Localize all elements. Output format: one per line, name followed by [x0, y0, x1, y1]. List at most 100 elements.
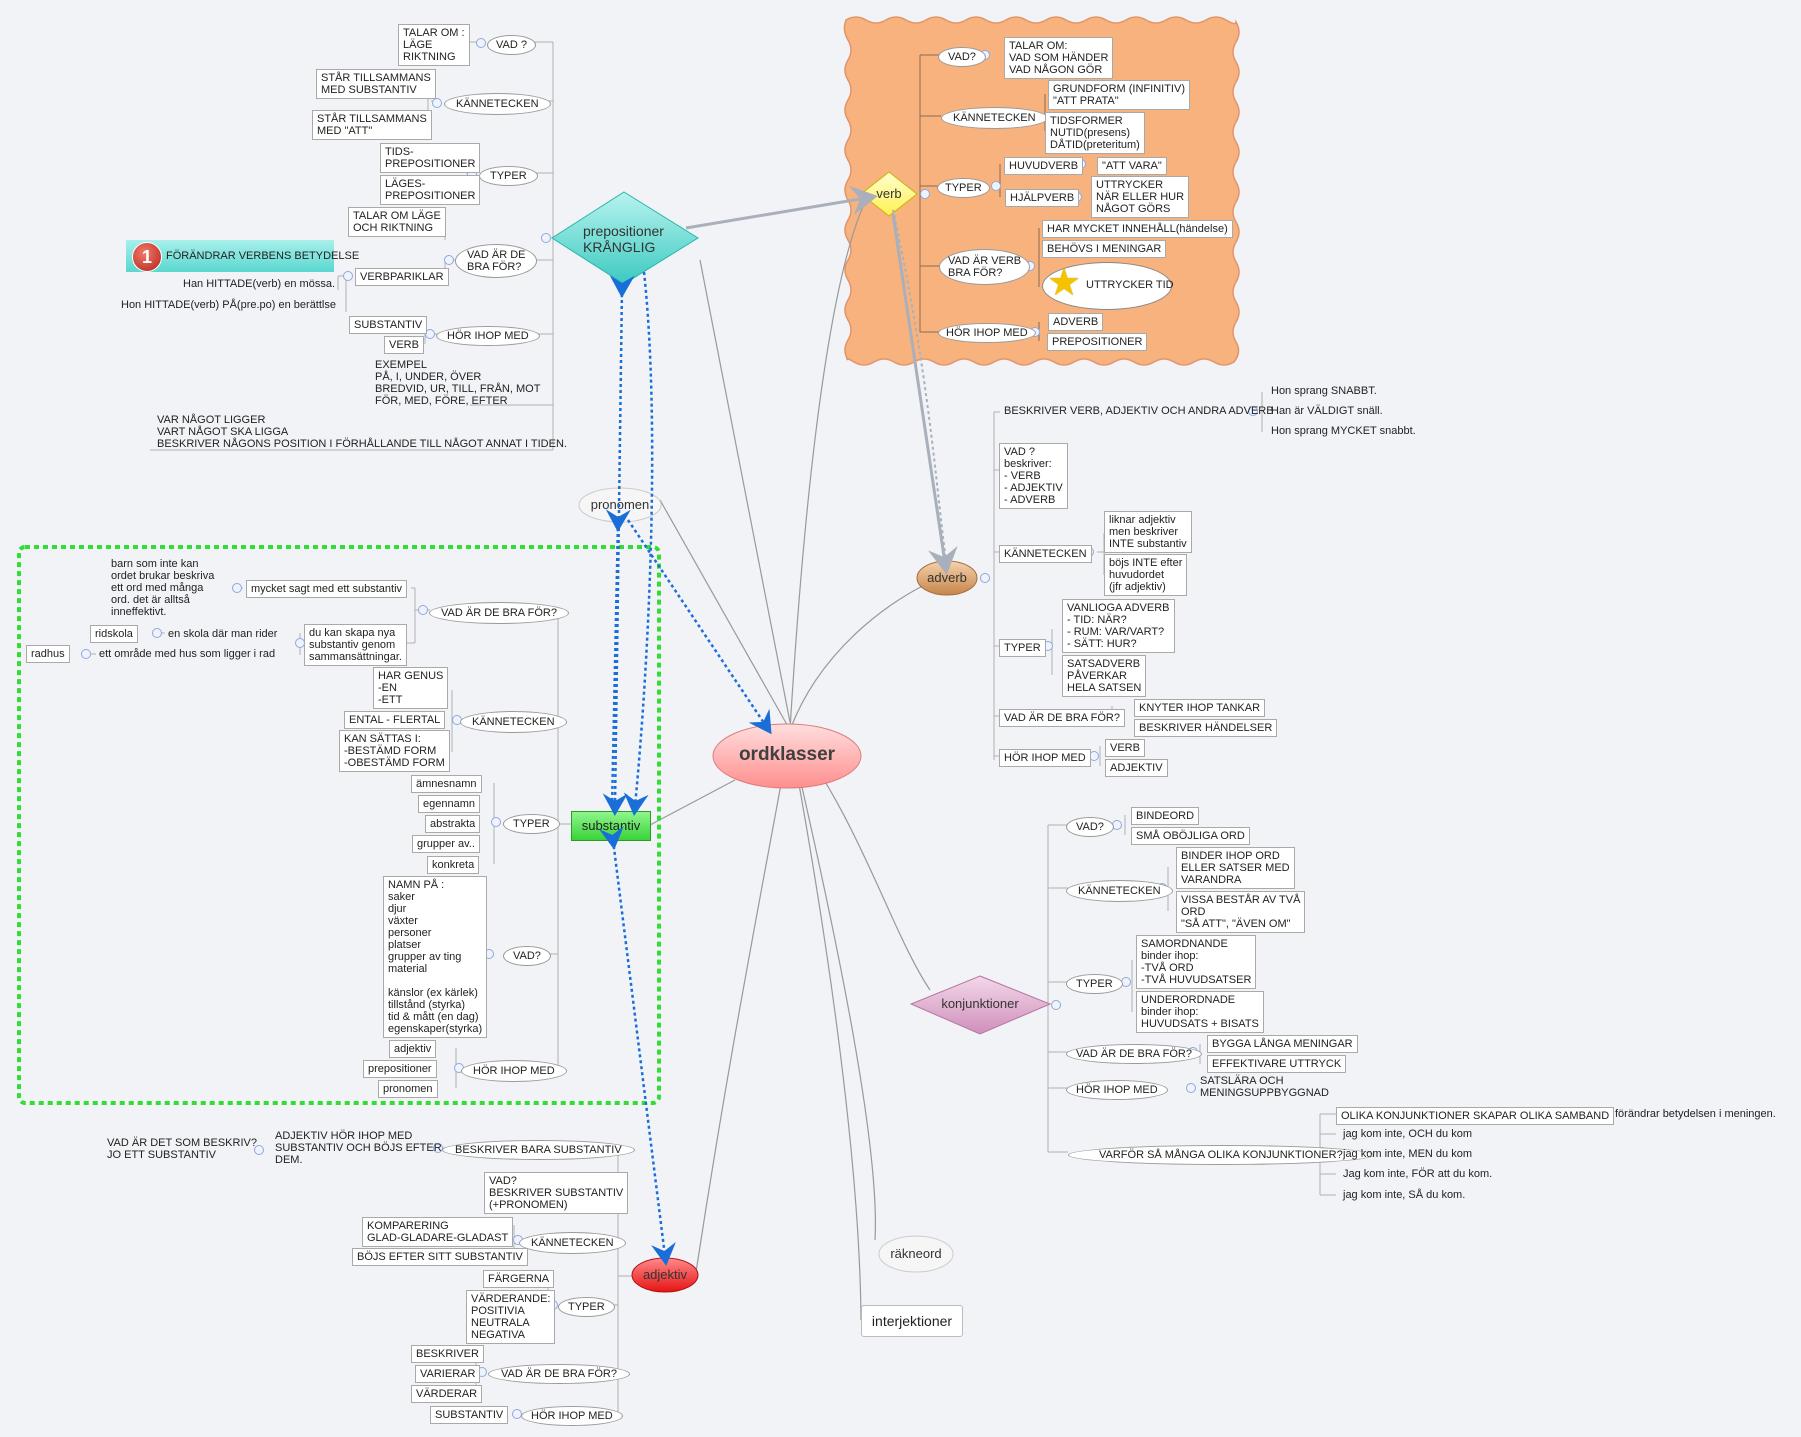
substantiv-topic[interactable]: substantiv — [571, 811, 651, 841]
adverb-ex-2: Han är VÄLDIGT snäll. — [1271, 405, 1383, 417]
konj-typ-2: UNDERORDNADE binder ihop: HUVUDSATS + BI… — [1136, 991, 1264, 1033]
subst-vad-note: NAMN PÅ : saker djur växter personer pla… — [383, 876, 488, 1038]
prep-verbpartiklar: VERBPARIKLAR — [355, 268, 449, 286]
verb-vad[interactable]: VAD? — [938, 47, 986, 67]
verb-topic[interactable]: verb — [876, 186, 902, 201]
prep-hor-ihop[interactable]: HÖR IHOP MED — [436, 326, 540, 346]
konj-ex-4: jag kom inte, SÅ du kom. — [1343, 1189, 1466, 1201]
subst-vad[interactable]: VAD? — [503, 946, 551, 966]
adverb-hor-ihop[interactable]: HÖR IHOP MED — [999, 749, 1091, 767]
subst-hor-1: adjektiv — [389, 1040, 437, 1058]
adverb-kannetecken[interactable]: KÄNNETECKEN — [999, 545, 1092, 563]
konj-bra-2: EFFEKTIVARE UTTRYCK — [1207, 1055, 1347, 1073]
verb-vad-note: TALAR OM: VAD SOM HÄNDER VAD NÅGON GÖR — [1004, 37, 1114, 79]
prep-note: VAR NÅGOT LIGGER VART NÅGOT SKA LIGGA BE… — [157, 414, 567, 450]
adj-typer[interactable]: TYPER — [558, 1297, 615, 1317]
subst-typ-2: egennamn — [418, 795, 480, 813]
konj-ex-2: jag kom inte, MEN du kom — [1343, 1148, 1472, 1160]
adverb-topic[interactable]: adverb — [927, 570, 967, 585]
prep-exempel: EXEMPEL PÅ, I, UNDER, ÖVER BREDVID, UR, … — [375, 359, 541, 407]
prep-example-1: Han HITTADE(verb) en mössa. — [183, 278, 336, 290]
priority-1-icon: 1 — [132, 242, 162, 272]
adverb-typer[interactable]: TYPER — [999, 639, 1046, 657]
adj-bra-1: BESKRIVER — [411, 1345, 484, 1363]
adverb-hor-2: ADJEKTIV — [1105, 759, 1168, 777]
adj-hor-1: SUBSTANTIV — [430, 1406, 509, 1424]
adverb-ex-3: Hon sprang MYCKET snabbt. — [1271, 425, 1416, 437]
verb-hjalpverb: HJÄLPVERB — [1005, 189, 1080, 207]
adj-kann-1: KOMPARERING GLAD-GLADARE-GLADAST — [362, 1217, 514, 1247]
verb-att-vara: "ATT VARA" — [1097, 157, 1167, 175]
konjunktioner-topic[interactable]: konjunktioner — [941, 996, 1019, 1011]
ordklasser-shape — [712, 723, 862, 789]
verb-typer[interactable]: TYPER — [937, 178, 990, 198]
verb-bra-for[interactable]: VAD ÄR VERB BRA FÖR? — [939, 249, 1031, 285]
prep-hor-1: SUBSTANTIV — [349, 316, 428, 334]
subst-bra-for[interactable]: VAD ÄR DE BRA FÖR? — [429, 602, 569, 624]
subst-hor-2: prepositioner — [363, 1060, 437, 1078]
verb-kann-2: TIDSFORMER NUTID(presens) DÅTID(preterit… — [1045, 112, 1145, 154]
adverb-bra-for[interactable]: VAD ÄR DE BRA FÖR? — [999, 709, 1125, 727]
adverb-typ-1: VANLIOGA ADVERB - TID: NÄR? - RUM: VAR/V… — [1062, 599, 1175, 653]
konj-varfor[interactable]: VARFÖR SÅ MÅNGA OLIKA KONJUNKTIONER? — [1068, 1145, 1374, 1165]
subst-kann-2: ENTAL - FLERTAL — [344, 711, 446, 729]
adverb-hor-1: VERB — [1105, 739, 1145, 757]
konj-bra-for[interactable]: VAD ÄR DE BRA FÖR? — [1066, 1044, 1202, 1064]
rakneord-topic[interactable]: räkneord — [890, 1246, 942, 1261]
subst-barn-note: barn som inte kan ordet brukar beskriva … — [111, 558, 215, 618]
verb-kannetecken[interactable]: KÄNNETECKEN — [941, 107, 1048, 129]
subst-hor-ihop[interactable]: HÖR IHOP MED — [461, 1060, 567, 1082]
adj-bra-for[interactable]: VAD ÄR DE BRA FÖR? — [488, 1364, 630, 1384]
pronomen-topic[interactable]: pronomen — [590, 497, 650, 512]
prep-bra-for[interactable]: VAD ÄR DE BRA FÖR? — [455, 244, 538, 278]
adverb-bra-2: BESKRIVER HÄNDELSER — [1134, 719, 1278, 737]
verb-hor-2: PREPOSITIONER — [1047, 333, 1148, 351]
subst-ridskola: ridskola — [90, 625, 138, 643]
verb-bra-3 — [1042, 262, 1172, 310]
subst-skapa-nya: du kan skapa nya substantiv genom samman… — [304, 624, 407, 666]
interjektioner-topic[interactable]: interjektioner — [861, 1305, 963, 1337]
konj-typer[interactable]: TYPER — [1066, 974, 1123, 994]
verb-hor-ihop[interactable]: HÖR IHOP MED — [938, 323, 1036, 343]
konj-hor-note: SATSLÄRA OCH MENINGSUPPBYGGNAD — [1200, 1075, 1329, 1099]
adj-fraga: VAD ÄR DET SOM BESKRIV? JO ETT SUBSTANTI… — [107, 1137, 257, 1161]
adj-kannetecken[interactable]: KÄNNETECKEN — [519, 1232, 626, 1254]
prep-vad[interactable]: VAD ? — [487, 35, 536, 55]
ordklasser-topic[interactable]: ordklasser — [738, 744, 836, 765]
verb-bra-2: BEHÖVS I MENINGAR — [1042, 240, 1167, 258]
subst-typ-1: ämnesnamn — [411, 775, 482, 793]
adverb-typ-2: SATSADVERB PÅVERKAR HELA SATSEN — [1062, 655, 1147, 697]
adj-bra-2: VARIERAR — [415, 1365, 481, 1383]
adverb-bra-1: KNYTER IHOP TANKAR — [1134, 699, 1266, 717]
subst-hor-3: pronomen — [378, 1080, 438, 1098]
konj-ex-3: Jag kom inte, FÖR att du kom. — [1343, 1168, 1493, 1180]
subst-mycket-sagt: mycket sagt med ett substantiv — [246, 580, 408, 598]
konj-hor-ihop[interactable]: HÖR IHOP MED — [1066, 1080, 1168, 1100]
verb-bra-1: HAR MYCKET INNEHÅLL(händelse) — [1042, 220, 1233, 238]
konj-vad[interactable]: VAD? — [1066, 817, 1114, 837]
prep-kannetecken[interactable]: KÄNNETECKEN — [444, 93, 551, 115]
subst-kann-3: KAN SÄTTAS I: -BESTÄMD FORM -OBESTÄMD FO… — [339, 730, 450, 772]
konj-varfor-1: OLIKA KONJUNKTIONER SKAPAR OLIKA SAMBAND — [1336, 1107, 1615, 1125]
adverb-kann-2: böjs INTE efter huvudordet (jfr adjektiv… — [1104, 554, 1188, 596]
konj-kannetecken[interactable]: KÄNNETECKEN — [1066, 880, 1173, 902]
subst-typer[interactable]: TYPER — [503, 814, 560, 834]
prep-typer[interactable]: TYPER — [479, 166, 538, 186]
prep-bra-1: TALAR OM LÄGE OCH RIKTNING — [348, 207, 446, 237]
prepositioner-topic[interactable]: prepositioner KRÅNGLIG — [583, 223, 664, 255]
prep-hor-2: VERB — [384, 336, 424, 354]
prep-example-2: Hon HITTADE(verb) PÅ(pre.po) en berättls… — [121, 299, 336, 311]
adjektiv-topic[interactable]: adjektiv — [642, 1267, 688, 1282]
konj-ex-1: jag kom inte, OCH du kom — [1343, 1128, 1472, 1140]
verb-huvudverb: HUVUDVERB — [1004, 157, 1084, 175]
adj-hor-note: ADJEKTIV HÖR IHOP MED SUBSTANTIV OCH BÖJ… — [275, 1130, 442, 1166]
star-icon: ★ — [1047, 262, 1082, 304]
verb-hjalp-note: UTTRYCKER NÄR ELLER HUR NÅGOT GÖRS — [1091, 176, 1190, 218]
subst-kann-1: HAR GENUS -EN -ETT — [373, 667, 449, 709]
konj-vad-1: BINDEORD — [1131, 807, 1200, 825]
konj-typ-1: SAMORDNANDE binder ihop: -TVÅ ORD -TVÅ H… — [1136, 935, 1257, 989]
subst-kannetecken[interactable]: KÄNNETECKEN — [460, 711, 567, 733]
adj-hor-ihop[interactable]: HÖR IHOP MED — [521, 1406, 623, 1426]
adj-beskriver[interactable]: BESKRIVER BARA SUBSTANTIV — [442, 1140, 635, 1160]
